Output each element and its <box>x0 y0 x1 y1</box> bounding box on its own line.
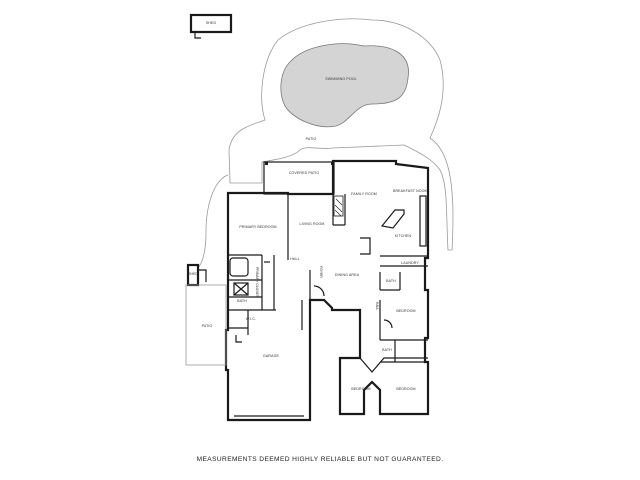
label-bedroom-right: BEDROOM <box>396 309 415 313</box>
label-patio-top: PATIO <box>306 137 317 141</box>
label-covered-patio: COVERED PATIO <box>289 171 319 175</box>
covered-patio <box>263 161 335 195</box>
label-primary-bedroom: PRIMARY BEDROOM <box>239 225 276 229</box>
kitchen-island <box>380 209 405 229</box>
door-arc <box>313 285 325 297</box>
label-bedroom-bottom: BEDROOM <box>396 387 415 391</box>
side-yard-outline <box>197 174 229 269</box>
label-shed-top: SHED <box>206 21 217 25</box>
interior-walls <box>228 194 428 373</box>
door-arc <box>383 319 393 329</box>
shower-mark <box>233 282 249 296</box>
fireplace <box>333 195 344 217</box>
label-hall: HALL <box>290 257 299 261</box>
label-family-room: FAMILY ROOM <box>351 192 377 196</box>
house-exterior <box>224 159 430 422</box>
label-garage: GARAGE <box>263 354 279 358</box>
shower <box>233 282 249 296</box>
measurement-disclaimer: MEASUREMENTS DEEMED HIGHLY RELIABLE BUT … <box>196 456 444 463</box>
shed-top-door <box>194 32 201 39</box>
label-dining-area: DINING AREA <box>335 273 360 277</box>
label-patio-side: PATIO <box>202 324 213 328</box>
fireplace-hatch <box>334 198 343 217</box>
swimming-pool <box>280 43 409 128</box>
label-kitchen: KITCHEN <box>395 234 412 238</box>
post <box>265 162 268 165</box>
label-living-room: LIVING ROOM <box>299 222 324 226</box>
shed-side-door <box>198 269 207 282</box>
label-primary-closet: PRIMARY CLOSET <box>255 267 259 297</box>
door-arc <box>235 335 242 343</box>
shed-top <box>189 13 233 34</box>
label-bath-primary: BATH <box>237 299 247 303</box>
label-bath-right: BATH <box>386 279 396 283</box>
label-laundry: LAUNDRY <box>401 261 419 265</box>
label-bedroom-left: BEDROOM <box>351 387 370 391</box>
label-swimming-pool: SWIMMING POOL <box>325 77 356 81</box>
label-breakfast-nook: BREAKFAST NOOK <box>393 189 428 193</box>
label-bath-lower: BATH <box>382 348 392 352</box>
yard-outline <box>228 18 454 251</box>
label-foyer: FOYER <box>319 266 323 278</box>
kitchen-peninsula <box>360 237 371 255</box>
label-shed-side: SHED <box>188 272 198 276</box>
label-wic: W.I.C. <box>246 317 256 321</box>
kitchen-counter <box>419 195 427 247</box>
bathtub <box>229 257 249 277</box>
patio-side <box>185 284 227 366</box>
label-hall-right: HALL <box>375 302 379 311</box>
